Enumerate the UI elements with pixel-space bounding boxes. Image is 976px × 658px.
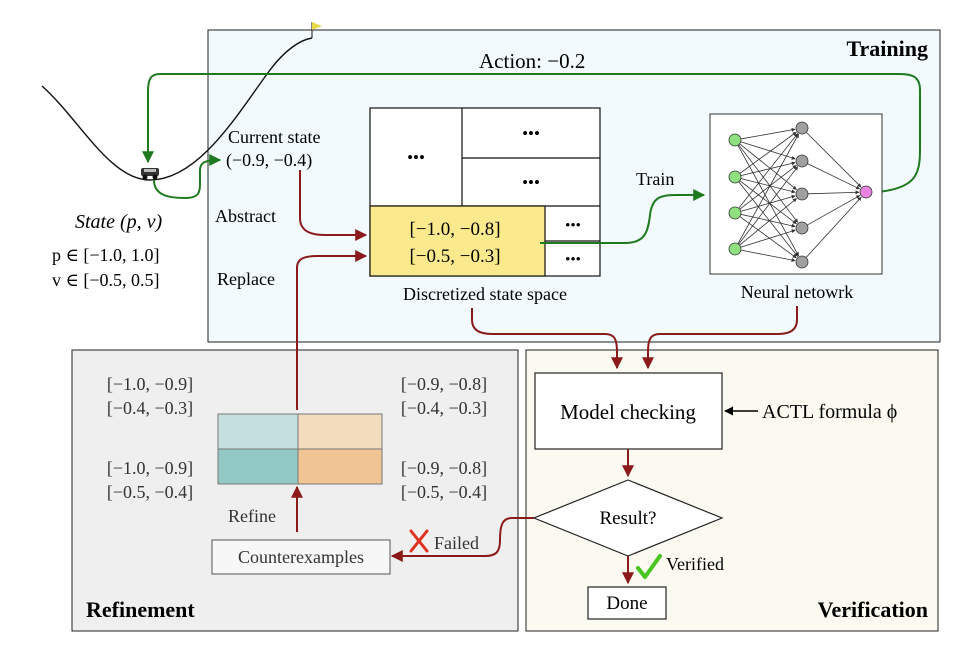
cross-icon [409,529,429,553]
nn-edge [737,145,799,257]
nn-hidden-node [795,121,809,135]
nn-hidden-node [795,154,809,168]
nn-edge [739,131,797,174]
cell-tr-line2: [−0.4, −0.3] [401,398,487,418]
nn-edge [738,144,799,223]
nn-edge [740,178,796,194]
cell-tl-line2: [−0.4, −0.3] [107,398,193,418]
refined-cell-top-right [297,413,383,450]
action-arrow [142,73,921,193]
refinement-title: Refinement [86,597,195,622]
nn-edge [739,143,797,190]
nn-edge [738,181,798,257]
refined-cell-bottom-left [217,448,299,485]
abstract-label: Abstract [215,206,276,226]
cell-tl-line1: [−1.0, −0.9] [107,374,193,394]
nn-edge [807,163,861,190]
training-title: Training [846,36,928,61]
p-range: p ∈ [−1.0, 1.0] [52,245,159,265]
current-state-title: Current state [228,127,320,147]
nn-edge [807,195,861,226]
nn-output-node [859,185,873,199]
refined-cell-top-left [217,413,299,450]
nn-edge [805,131,862,188]
observe-arrow [153,154,222,200]
grid-ellipsis-5: ••• [565,252,581,268]
cell-bl-line1: [−1.0, −0.9] [107,458,193,478]
result-label: Result? [600,508,657,529]
nn-input-node [728,170,742,184]
train-label: Train [636,169,674,189]
grid-ellipsis-4: ••• [565,218,581,234]
grid-ellipsis-1: ••• [407,148,425,167]
nn-edge [807,190,860,195]
highlight-line2: [−0.5, −0.3] [409,246,500,267]
nn-edges [737,127,862,262]
nn-input-node [728,206,742,220]
replace-label: Replace [217,269,275,289]
network-to-checking-arrow [642,306,798,370]
check-icon [636,554,662,579]
state-space-to-checking-arrow [471,308,623,370]
cell-bl-line2: [−0.5, −0.4] [107,482,193,502]
current-state-value: (−0.9, −0.4) [226,150,312,171]
failed-arrow [390,517,534,562]
counterexamples-box [211,539,391,575]
nn-nodes [728,121,873,269]
highlighted-cell [369,205,546,277]
nn-input-node [728,133,742,147]
done-box [587,586,667,620]
mountain-curve [41,37,313,181]
nn-input-node [728,242,742,256]
nn-edge [740,194,796,212]
state-space-caption: Discretized state space [403,284,567,304]
verification-title: Verification [818,597,928,622]
nn-edge [740,229,796,248]
failed-label: Failed [434,533,479,553]
nn-hidden-node [795,255,809,269]
train-arrow [540,189,706,244]
grid-ellipsis-2: ••• [522,124,540,143]
model-checking-box [534,372,723,450]
replace-arrow [296,250,368,410]
highlight-line1: [−1.0, −0.8] [409,219,500,240]
nn-hidden-node [795,187,809,201]
car-icon [141,168,159,180]
v-range: v ∈ [−0.5, 0.5] [52,270,159,290]
nn-edge [739,198,797,246]
state-space-grid [369,107,601,277]
refine-label: Refine [228,506,276,526]
nn-hidden-node [795,221,809,235]
goal-flag-icon [312,22,322,30]
refined-cells [217,413,383,485]
action-label: Action: −0.2 [479,49,585,73]
cell-tr-line1: [−0.9, −0.8] [401,374,487,394]
state-title: State (p, v) [75,211,163,233]
nn-edge [737,133,799,244]
nn-edge [739,180,797,225]
nn-edge [740,213,796,228]
formula-label: ACTL formula ϕ [762,401,897,423]
nn-edge [738,166,799,245]
cell-br-line1: [−0.9, −0.8] [401,458,487,478]
grid-ellipsis-3: ••• [522,173,540,192]
nn-edge [805,196,862,258]
nn-edge [739,164,797,210]
verified-label: Verified [666,554,724,574]
refined-cell-bottom-right [297,448,383,485]
model-checking-label: Model checking [560,400,696,424]
nn-edge [740,127,796,140]
counterexamples-label: Counterexamples [238,547,364,567]
nn-edge [740,161,796,176]
cell-br-line2: [−0.5, −0.4] [401,482,487,502]
nn-edge [738,133,798,209]
abstract-arrow [299,170,368,241]
neural-network-caption: Neural netowrk [741,282,853,302]
done-label: Done [606,593,647,614]
nn-edge [740,249,796,262]
